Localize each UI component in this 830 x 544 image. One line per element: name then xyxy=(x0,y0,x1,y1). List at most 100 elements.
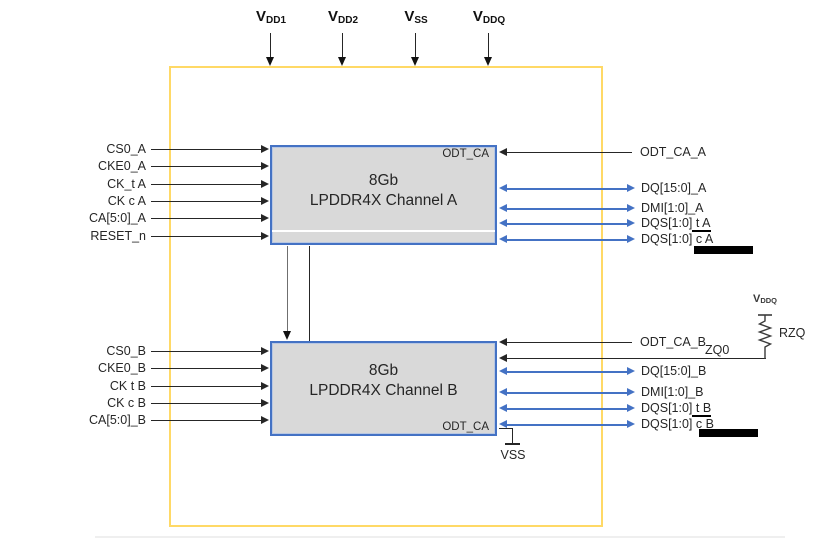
signal-label-dq-a: DQ[15:0]_A xyxy=(641,181,707,195)
signal-line xyxy=(507,371,627,373)
signal-label-cs0-a: CS0_A xyxy=(106,142,146,156)
signal-label-ck-t-b: CK t B xyxy=(109,379,146,393)
channel-a-odt-corner-label: ODT_CA xyxy=(442,148,489,160)
power-line-vdd1 xyxy=(270,33,272,58)
arrow-right-icon xyxy=(261,382,269,390)
power-line-vdd2 xyxy=(342,33,344,58)
channel-a-capacity: 8Gb xyxy=(368,172,399,189)
signal-line xyxy=(507,424,627,426)
signal-label-zq0: ZQ0 xyxy=(705,343,730,357)
signal-label-dqs-t-a: DQS[1:0] t A xyxy=(641,216,711,232)
arrow-right-icon xyxy=(627,184,635,192)
signal-label-dqs-c-a: DQS[1:0] c A xyxy=(641,232,714,246)
arrow-right-icon xyxy=(627,420,635,428)
arrow-left-icon xyxy=(499,338,507,346)
arrow-right-icon xyxy=(261,416,269,424)
arrow-down-icon xyxy=(411,57,419,66)
arrow-left-icon xyxy=(499,388,507,396)
signal-line xyxy=(151,368,261,370)
arrow-right-icon xyxy=(627,388,635,396)
underlined-suffix: t A xyxy=(692,216,711,232)
suffix: c B xyxy=(692,417,714,431)
package-boundary-box xyxy=(169,66,603,527)
signal-label-ck-c-b: CK c B xyxy=(107,396,146,410)
channel-a-title: 8Gb LPDDR4X Channel A xyxy=(272,171,495,211)
arrow-right-icon xyxy=(627,204,635,212)
arrow-right-icon xyxy=(261,347,269,355)
signal-line xyxy=(151,184,261,186)
signal-label-ck-t-a: CK_t A xyxy=(107,177,146,191)
arrow-left-icon xyxy=(499,235,507,243)
signal-line xyxy=(507,392,627,394)
signal-line xyxy=(507,239,627,241)
signal-label-dqs-t-b: DQS[1:0] t B xyxy=(641,401,712,417)
arrow-right-icon xyxy=(261,180,269,188)
arrow-right-icon xyxy=(261,197,269,205)
ground-bar-icon xyxy=(505,443,520,445)
arrow-down-icon xyxy=(484,57,492,66)
arrow-left-icon xyxy=(499,404,507,412)
rail-label-vddq: VDDQ xyxy=(752,293,777,305)
power-line-vss xyxy=(415,33,417,58)
power-label-vss: VSS xyxy=(404,8,428,26)
power-label-vdd1: VDD1 xyxy=(255,8,287,26)
resistor-label-rzq: RZQ xyxy=(779,326,806,340)
arrow-left-icon xyxy=(499,219,507,227)
signal-line xyxy=(507,223,627,225)
vss-line xyxy=(499,428,513,430)
signal-line xyxy=(151,351,261,353)
signal-label-dmi-b: DMI[1:0]_B xyxy=(641,385,704,399)
channel-b-block: ODT_CA 8Gb LPDDR4X Channel B xyxy=(270,341,497,436)
arrow-down-icon xyxy=(266,57,274,66)
signal-line xyxy=(507,152,632,154)
arrow-right-icon xyxy=(261,232,269,240)
signal-label-ca-b: CA[5:0]_B xyxy=(89,413,146,427)
signal-line xyxy=(507,342,632,344)
signal-label-ck-c-a: CK c A xyxy=(107,194,146,208)
interblock-line-2 xyxy=(309,246,311,341)
signal-line xyxy=(151,236,261,238)
channel-a-block: ODT_CA 8Gb LPDDR4X Channel A xyxy=(270,145,497,245)
ground-label-vss: VSS xyxy=(500,448,526,462)
signal-line xyxy=(151,218,261,220)
page-shadow-line xyxy=(95,536,785,538)
signal-line xyxy=(507,408,627,410)
signal-line xyxy=(507,188,627,190)
vss-line xyxy=(512,428,514,444)
signal-label-dqs-c-b: DQS[1:0] c B xyxy=(641,417,714,431)
arrow-down-icon xyxy=(283,331,291,340)
signal-line xyxy=(151,201,261,203)
signal-label-cke0-a: CKE0_A xyxy=(98,159,146,173)
arrow-down-icon xyxy=(338,57,346,66)
channel-a-divider xyxy=(272,230,495,232)
arrow-left-icon xyxy=(499,204,507,212)
signal-line xyxy=(151,420,261,422)
arrow-right-icon xyxy=(627,404,635,412)
arrow-left-icon xyxy=(499,367,507,375)
arrow-left-icon xyxy=(499,354,507,362)
arrow-left-icon xyxy=(499,420,507,428)
signal-label-odt-ca-a: ODT_CA_A xyxy=(640,145,706,159)
signal-label-dmi-a: DMI[1:0]_A xyxy=(641,201,704,215)
arrow-right-icon xyxy=(627,219,635,227)
interblock-line-1 xyxy=(287,246,289,331)
channel-b-name: LPDDR4X Channel B xyxy=(309,382,458,399)
signal-label-reset-n: RESET_n xyxy=(90,229,146,243)
signal-line xyxy=(507,208,627,210)
arrow-left-icon xyxy=(499,184,507,192)
arrow-right-icon xyxy=(261,364,269,372)
suffix: c A xyxy=(692,232,714,246)
signal-label-cs0-b: CS0_B xyxy=(106,344,146,358)
arrow-right-icon xyxy=(261,214,269,222)
channel-a-name: LPDDR4X Channel A xyxy=(309,192,458,209)
power-label-vdd2: VDD2 xyxy=(327,8,359,26)
signal-label-ca-a: CA[5:0]_A xyxy=(89,211,146,225)
black-highlight-bar xyxy=(694,246,753,254)
signal-line xyxy=(151,149,261,151)
arrow-right-icon xyxy=(261,162,269,170)
signal-label-dq-b: DQ[15:0]_B xyxy=(641,364,707,378)
signal-line xyxy=(151,166,261,168)
channel-b-odt-corner-label: ODT_CA xyxy=(442,421,489,433)
signal-line xyxy=(151,403,261,405)
